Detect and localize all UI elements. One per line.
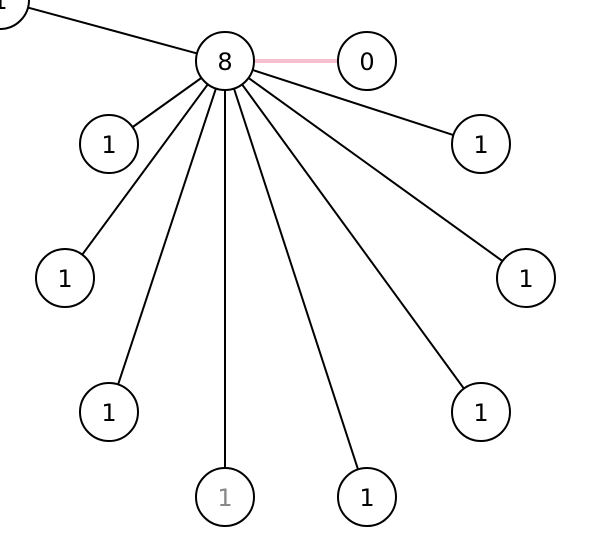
- node-circle: [337, 31, 397, 91]
- node-circle: [79, 382, 139, 442]
- edge-hub-n6: [241, 83, 465, 390]
- node-circle: [195, 467, 255, 527]
- edge-hub-n2: [252, 68, 454, 137]
- node-label: 1: [101, 131, 116, 159]
- edge-hub-n4: [247, 77, 504, 262]
- leaf-node: 1: [79, 114, 139, 174]
- leaf-node: 1: [451, 382, 511, 442]
- node-label: 1: [0, 0, 8, 15]
- hub-node: 8: [195, 31, 255, 91]
- leaf-node: 1: [496, 248, 556, 308]
- node-label: 1: [57, 265, 72, 293]
- node-label: 1: [473, 399, 488, 427]
- edge-hub-n3: [81, 83, 209, 256]
- nodes-layer: 8 0 1 1 1 1 1 1 1 1 1: [0, 0, 556, 527]
- node-label: 1: [101, 399, 116, 427]
- leaf-node: 1: [35, 248, 95, 308]
- node-circle: [337, 467, 397, 527]
- leaf-node: 0: [337, 31, 397, 91]
- node-circle: [0, 0, 30, 30]
- edge-hub-n7: [233, 88, 359, 470]
- edges-layer: [27, 6, 504, 470]
- node-label: 8: [217, 48, 232, 76]
- node-circle: [451, 114, 511, 174]
- node-label: 1: [518, 265, 533, 293]
- leaf-node: 1: [0, 0, 30, 30]
- leaf-node: 1: [79, 382, 139, 442]
- leaf-node: 1: [451, 114, 511, 174]
- node-label: 1: [359, 484, 374, 512]
- leaf-node: 1: [195, 467, 255, 527]
- edge-hub-n8: [27, 6, 198, 55]
- node-circle: [35, 248, 95, 308]
- node-label: 1: [217, 484, 232, 512]
- edge-hub-n1: [132, 77, 202, 128]
- node-label: 0: [359, 48, 374, 76]
- edge-hub-n5: [117, 88, 217, 385]
- node-circle: [195, 31, 255, 91]
- node-label: 1: [473, 131, 488, 159]
- node-circle: [496, 248, 556, 308]
- node-circle: [451, 382, 511, 442]
- node-circle: [79, 114, 139, 174]
- leaf-node: 1: [337, 467, 397, 527]
